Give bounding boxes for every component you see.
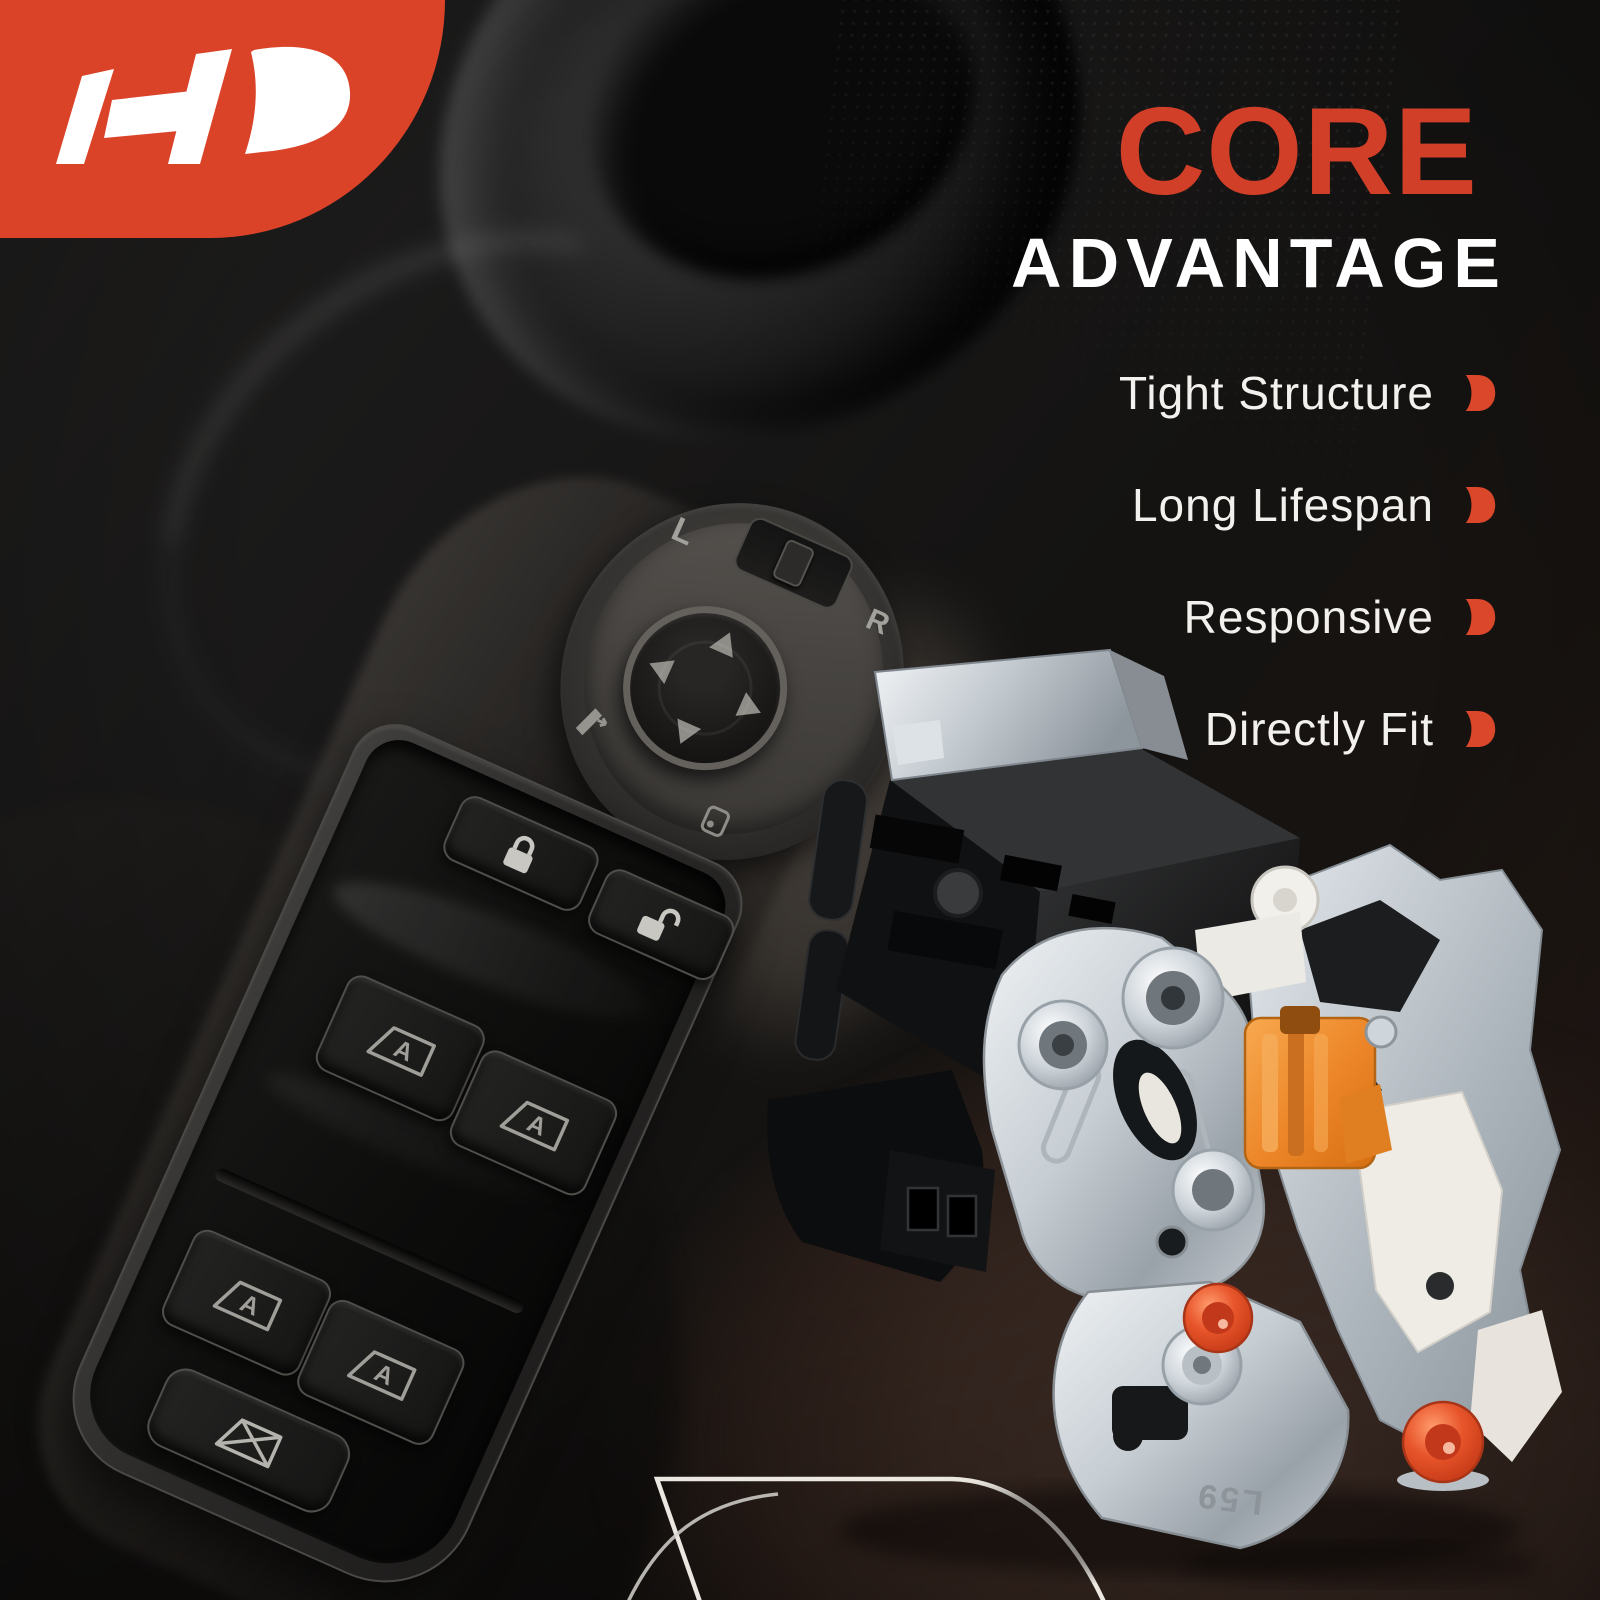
stamp-l59: L59 [1193,1476,1265,1522]
feature-label: Long Lifespan [1131,479,1434,531]
auto-window-icon: A [346,1350,417,1401]
auto-window-icon: A [366,1026,436,1077]
flag-marker-icon [1465,598,1496,636]
feature-label: Directly Fit [1204,703,1434,755]
feature-item: Directly Fit [1119,703,1500,755]
window-switch-front-right: A [444,1045,623,1201]
flag-marker-icon [1465,486,1496,524]
flag-marker-icon [1465,710,1496,748]
door-unlock-button [582,864,740,986]
feature-label: Tight Structure [1119,367,1434,419]
mirror-selector-knob [771,538,816,589]
flag-marker-icon [1465,374,1496,412]
window-switch-front-left: A [310,970,490,1127]
window-switch-rear-left: A [156,1224,337,1381]
lock-closed-icon [503,835,535,874]
mirror-control-housing: L R [503,447,961,916]
grommet [1397,1400,1489,1491]
window-lock-button [140,1361,358,1520]
door-lock-actuator-photo: L59 [767,648,1562,1587]
door-lock-button [438,791,604,916]
cable-wire [627,1492,779,1600]
auto-window-icon: A [212,1280,283,1332]
switch-bezel: A A A A [46,709,758,1600]
auto-window-icon: A [499,1100,570,1152]
mirror-adjust-arrows-icon [649,632,761,744]
metal-cap [873,648,1188,782]
brand-logo-ap-icon [56,46,351,164]
feature-item: Responsive [1119,591,1500,643]
page-subtitle: ADVANTAGE [1011,224,1507,302]
grommet [1182,1282,1254,1354]
feature-item: Tight Structure [1119,367,1500,419]
feature-label: Responsive [1183,591,1434,643]
page-title: CORE [1115,83,1478,221]
lock-open-icon [637,908,681,941]
mirror-fold-icon [575,708,608,736]
window-switch-panel: L R [0,413,961,1600]
zinc-lever-assembly [1195,843,1562,1464]
window-lock-crossed-icon [214,1418,283,1469]
mirror-adjust-knob [596,579,814,797]
door-mirror-icon [700,805,730,837]
headline-block: CORE ADVANTAGE [1011,90,1500,298]
fan-plate: L59 [1052,1280,1350,1550]
orange-connector [1243,1006,1398,1170]
feature-list: Tight Structure Long Lifespan Responsive… [1119,367,1500,755]
window-switch-rear-right: A [292,1294,470,1450]
feature-item: Long Lifespan [1119,479,1500,531]
metal-plate [982,927,1265,1302]
